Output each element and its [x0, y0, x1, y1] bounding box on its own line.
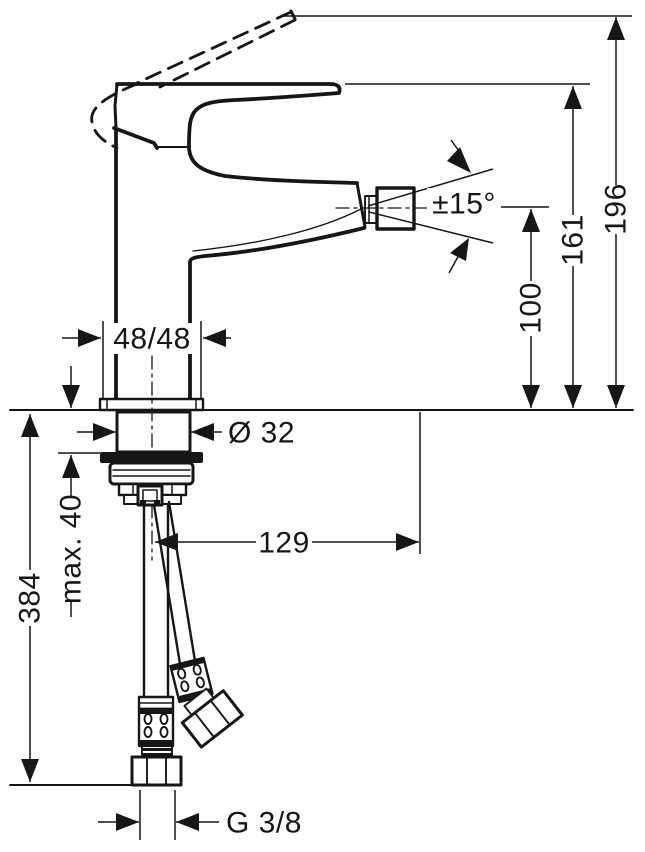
dimension-384: 384: [14, 414, 47, 782]
dimension-129: 129: [155, 527, 419, 560]
dim-label-g-3-8: G 3/8: [226, 807, 302, 840]
supply-hoses: [130, 500, 244, 787]
threaded-shank: [115, 410, 192, 454]
dim-label-100: 100: [515, 282, 548, 334]
dim-label-angle: ±15°: [432, 188, 496, 221]
handle-raised-dashed: [90, 9, 297, 150]
dim-label-diameter-32: Ø 32: [228, 417, 295, 450]
dimension-swivel-angle: ±15°: [427, 139, 501, 274]
dimension-48-48: 48/48: [62, 323, 231, 356]
dim-label-161: 161: [557, 214, 590, 266]
dim-label-384: 384: [14, 572, 47, 624]
dim-label-196: 196: [600, 183, 633, 235]
dim-label-129: 129: [258, 527, 310, 560]
hose-right-fitting: [180, 687, 244, 749]
hose-connection-nut: [130, 755, 183, 787]
dim-label-48-48: 48/48: [113, 323, 191, 356]
under-counter-hardware: [98, 355, 205, 507]
gasket-washer: [100, 452, 203, 463]
dimension-161: 161: [557, 86, 590, 408]
dimension-g-3-8: G 3/8: [98, 807, 302, 840]
faucet-body: [112, 82, 367, 401]
dimension-196: 196: [600, 17, 633, 408]
mounting-nut: [108, 461, 195, 486]
hose-left-braid: [137, 707, 175, 748]
dimension-max-40: max. 40: [55, 366, 88, 617]
aerator: [335, 168, 494, 244]
dimension-100: 100: [515, 209, 548, 408]
dimension-diameter-32: Ø 32: [77, 417, 295, 450]
dim-label-max-40: max. 40: [55, 494, 88, 604]
